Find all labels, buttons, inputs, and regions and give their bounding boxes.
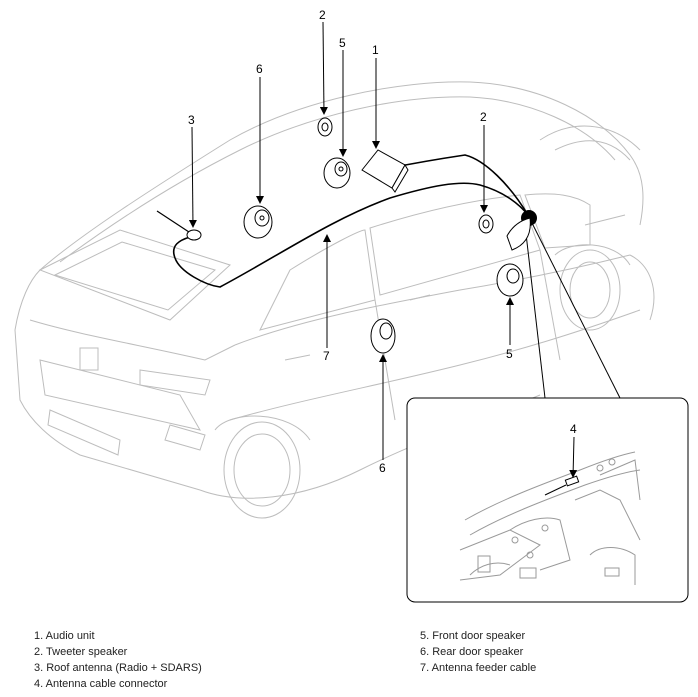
legend-item: 3. Roof antenna (Radio + SDARS) bbox=[34, 662, 202, 674]
callout-tweeter-front: 2 bbox=[480, 110, 487, 124]
front-door-speaker-lower bbox=[496, 263, 524, 297]
tweeter-speaker-front bbox=[478, 214, 494, 234]
car-audio-system-diagram: 1 2 2 3 6 5 5 6 7 4 bbox=[14, 8, 689, 603]
callout-front-speaker-upper: 5 bbox=[339, 36, 346, 50]
legend-item: 7. Antenna feeder cable bbox=[420, 662, 537, 674]
callout-rear-speaker-lower: 6 bbox=[379, 461, 386, 475]
callout-audio-unit: 1 bbox=[372, 43, 379, 57]
tweeter-speaker-rear bbox=[317, 117, 333, 137]
front-door-speaker-upper bbox=[323, 157, 351, 189]
legend-item: 6. Rear door speaker bbox=[420, 646, 524, 658]
audio-unit bbox=[361, 149, 409, 193]
rear-door-speaker-lower bbox=[370, 318, 396, 354]
roof-antenna bbox=[156, 210, 202, 241]
callout-front-speaker-lower: 5 bbox=[506, 347, 513, 361]
connector-location bbox=[506, 210, 621, 399]
callout-rear-speaker-upper: 6 bbox=[256, 62, 263, 76]
legend-item: 4. Antenna cable connector bbox=[34, 678, 168, 690]
callout-roof-antenna: 3 bbox=[188, 113, 195, 127]
legend-item: 1. Audio unit bbox=[34, 630, 95, 642]
legend-item: 2. Tweeter speaker bbox=[34, 646, 128, 658]
rear-door-speaker-upper bbox=[243, 205, 273, 239]
antenna-feeder-cable bbox=[172, 154, 529, 288]
callout-connector: 4 bbox=[570, 422, 577, 436]
callout-tweeter-rear: 2 bbox=[319, 8, 326, 22]
legend-right: 5. Front door speaker 6. Rear door speak… bbox=[420, 628, 536, 676]
legend-left: 1. Audio unit 2. Tweeter speaker 3. Roof… bbox=[34, 628, 202, 692]
car-body-illustration bbox=[14, 81, 655, 519]
legend-item: 5. Front door speaker bbox=[420, 630, 526, 642]
callout-arrows bbox=[188, 21, 578, 478]
callout-feeder-cable: 7 bbox=[323, 349, 330, 363]
connector-detail-inset bbox=[406, 397, 689, 603]
